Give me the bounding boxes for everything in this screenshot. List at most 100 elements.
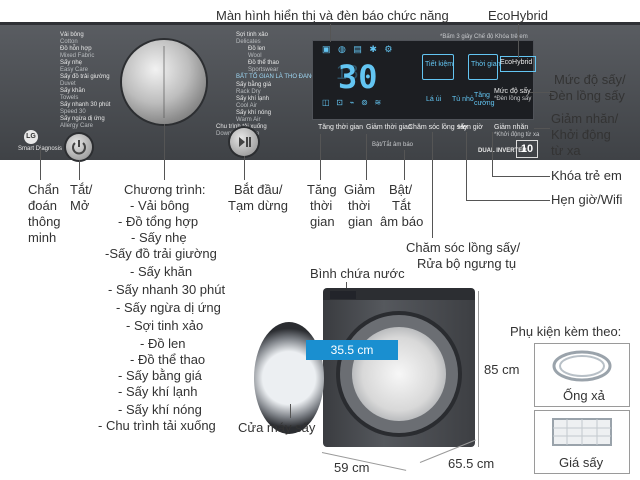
program-rack-en: Rack Dry [236,89,261,95]
timer-button[interactable]: Hẹn giờ [458,124,483,131]
annotation-diagnosis-2: đoán [28,198,57,213]
pointer-power [79,160,80,180]
time-up-button[interactable]: Tăng thời gian [318,124,364,131]
accessory-hose: Ống xả [534,343,630,407]
display-icons-bottom: ◫ ⊡ ⌁ ⊚ ≋ [322,98,382,107]
status-label: Tiết kiệm [425,61,454,68]
annotation-program: - Đồ len [140,336,186,351]
annotation-time-down-3: gian [348,214,373,229]
annotation-start-1: Bắt đầu/ [234,182,283,197]
annotation-wrinkle-2: Khởi động [551,127,611,142]
annotation-time-down-1: Giảm [344,182,376,197]
pointer-timer-h [466,200,550,201]
status-label: Thời gian [471,61,501,68]
program-warm-en: Warm Air [236,117,261,123]
pointer-timer-v [466,132,467,200]
annotation-program: - Sấy bằng giá [118,368,202,383]
program-wool-en: Wool [248,53,262,59]
annotation-wrinkle-1: Giảm nhăn/ [551,111,619,126]
dry-level-sub: *Đèn lồng sấy [494,96,532,102]
width-label: 59 cm [334,460,370,475]
time-down-button[interactable]: Giảm thời gian [366,124,412,131]
annotation-program: - Chu trình tải xuống [98,418,216,433]
annotation-care-2: Rửa bộ ngưng tụ [417,256,517,271]
height-label: 85 cm [484,362,520,377]
warranty-number: 10 [520,143,534,155]
dual-inverter-label: DUAL INVERTER [478,148,527,154]
care-button[interactable]: Chăm sóc lồng sấy [408,124,468,131]
annotation-program: - Vải bông [130,198,190,213]
annotation-power-1: Tắt/ [70,182,93,197]
depth-label: 65.5 cm [448,456,495,471]
pointer-sound [404,150,405,180]
pointer-diagnosis [40,148,41,180]
annotation-time-up-1: Tăng [307,182,337,197]
annotation-time-down-2: thời [348,198,371,213]
program-label: Vải bông [60,32,84,38]
annotation-program: - Sấy khí lạnh [118,384,198,399]
annotation-child-lock: Khóa trẻ em [551,168,622,183]
pointer-time-up [320,134,321,180]
annotation-diagnosis-4: minh [28,230,57,245]
knob-note: BẤT TỔ GIAN LÀ THO ĐANG [236,74,317,80]
program-cool: Sấy khí lạnh [236,96,270,102]
annotation-time-up-2: thời [310,198,333,213]
status-la-ui: Lá ủi [426,96,442,103]
water-tank-drawer[interactable] [330,291,356,299]
display-screen [312,40,534,120]
accessory-rack: Giá sấy [534,410,630,474]
annotation-power-2: Mở [70,198,90,213]
annotation-program-title: Chương trình: [124,182,206,197]
status-thoi-gian: Thời gian [468,54,501,80]
program-warm: Sấy khí nóng [236,110,272,116]
program-cotton: Vải bông [60,32,84,39]
pointer-wrinkle [534,128,550,129]
display-time: 30 [338,58,379,96]
smart-diagnosis-icon: LG [24,130,38,144]
pointer-display [330,24,331,42]
warranty-badge: 10 [516,140,538,158]
annotation-sound-1: Bật/ [389,182,413,197]
power-icon [72,140,86,155]
height-dimension-line [478,291,479,447]
program-knob[interactable] [122,40,206,124]
annotation-timer-wifi: Hẹn giờ/Wifi [551,192,623,207]
program-duvet: Sấy đồ trải giường [60,74,110,80]
pointer-time-down [366,134,367,180]
power-button[interactable] [66,134,92,160]
status-tiet-kiem: Tiết kiệm [422,54,454,80]
pointer-child-lock-v [492,132,493,176]
program-speed30: Sấy nhanh 30 phút [60,102,111,108]
start-pause-button[interactable] [230,128,258,156]
status-tu-nho: Tủ nhỏ [452,96,474,103]
annotation-care-1: Chăm sóc lồng sấy/ [406,240,521,255]
program-easy: Sấy nhẹ [60,60,83,66]
annotation-program: - Sấy ngừa dị ứng [116,300,221,315]
program-allergy-en: Allergy Care [60,123,94,129]
annotation-program: - Sấy khí nóng [118,402,202,417]
panel-top-edge [0,22,640,25]
status-tang-cuong: Tăng cường [474,92,495,107]
annotation-diagnosis-3: thông [28,214,61,229]
pointer-program [164,124,165,180]
program-mixed: Đồ hỗn hợp [60,46,92,52]
dryer-door-open[interactable] [254,322,324,434]
annotation-start-2: Tạm dừng [228,198,289,213]
annotation-diagnosis-1: Chẩn [28,182,60,197]
sound-button-label: Bật/Tắt âm báo [372,142,414,148]
pointer-dry-level [530,92,552,93]
display-icons-top: ▣ ◍ ▤ ✱ ⚙ [322,44,393,54]
wrinkle-button[interactable]: Giảm nhăn [494,124,529,131]
program-towels-en: Towels [60,95,79,101]
program-towels: Sấy khăn [60,88,86,94]
annotation-wrinkle-3: từ xa [551,143,581,158]
door-label: Cửa máy sấy [238,420,316,435]
program-sportswear: Đồ thể thao [248,60,280,66]
program-mixed-en: Mixed Fabric [60,53,95,59]
display-ghost-digits: 18 [336,62,359,84]
annotation-program: - Đồ tổng hợp [118,214,199,229]
annotation-display: Màn hình hiển thị và đèn báo chức năng [216,8,449,23]
display-note: *Bấm 3 giây Chế độ Khóa trẻ em [440,34,528,40]
pointer-start [244,156,245,180]
program-easy-en: Easy Care [60,67,89,73]
